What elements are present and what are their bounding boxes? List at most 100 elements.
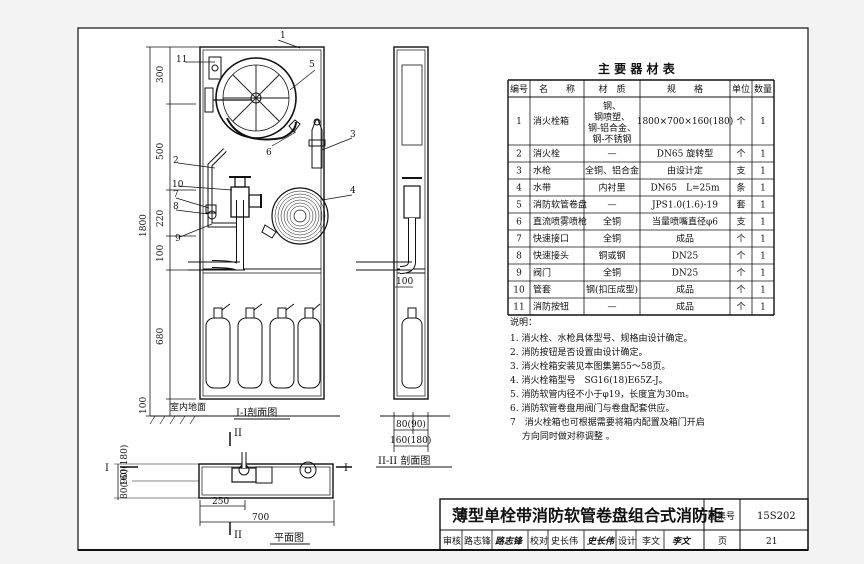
table-cell: 钢(扣压成型) (586, 284, 638, 296)
table-cell: 消防按钮 (533, 301, 569, 313)
table-cell: 个 (736, 268, 745, 279)
table-cell: 1 (760, 201, 766, 211)
plan-view (114, 432, 352, 535)
table-cell: 6 (516, 218, 522, 228)
table-cell: 支 (736, 216, 745, 228)
table-cell: 成品 (676, 284, 694, 296)
table-cell: 个 (736, 302, 745, 313)
table-cell: 阀门 (533, 267, 551, 279)
side-dims: 100 80(90) 160(180) (390, 277, 431, 446)
plan-dim-700: 700 (252, 513, 269, 523)
table-cell: 消火栓 (533, 148, 560, 160)
table-cell: JPS1.0(1.6)-19 (651, 200, 718, 211)
table-cell: 7 (516, 235, 522, 245)
table-cell: DN25 (672, 269, 699, 279)
table-cell: 1 (760, 269, 766, 279)
sheet-title: 薄型单栓带消防软管卷盘组合式消防柜 (452, 506, 724, 525)
floor-label: 室内地面 (170, 401, 206, 413)
plan-dim-80: 80(90) (119, 469, 130, 499)
plan-dims: 160(180) 80(90) 250 700 (119, 445, 269, 523)
callout-4: 4 (350, 186, 356, 196)
table-cell: 1 (760, 252, 766, 262)
table-cell: 钢-铝合金、 (588, 122, 636, 134)
callout-1: 1 (280, 31, 286, 41)
table-cell: 1 (760, 286, 766, 296)
dim-1800: 1800 (139, 214, 149, 237)
callout-2: 2 (173, 156, 179, 166)
table-cell: 内衬里 (598, 182, 625, 194)
front-dims: 1800 300 500 220 100 680 100 (139, 66, 166, 414)
side-dim-160: 160(180) (390, 435, 431, 446)
table-cell: 个 (736, 234, 745, 245)
note-5: 5. 消防软管内径不小于φ19，长度宜为30m。 (510, 388, 694, 400)
page-label: 页 (718, 536, 727, 547)
section-mark-i-right: I (344, 463, 348, 474)
table-cell: 钢-不锈钢 (592, 133, 631, 145)
note-3: 3. 消火栓箱安装见本图集第55～58页。 (510, 360, 670, 372)
notes: 说明： 1. 消火栓、水枪具体型号、规格由设计确定。 2. 消防按钮是否设置由设… (510, 316, 705, 442)
table-cell: 1 (760, 303, 766, 313)
table-header-cell: 材 质 (598, 83, 625, 95)
hose-coupling (261, 224, 277, 239)
table-cell: 1 (760, 150, 766, 160)
table-cell: 10 (513, 286, 525, 296)
check-label: 校对 (530, 535, 548, 547)
table-cell: 9 (516, 269, 522, 279)
table-header-cell: 规 格 (667, 83, 703, 95)
notes-heading: 说明： (510, 316, 537, 328)
side-dim-100: 100 (396, 277, 413, 287)
small-valve (207, 210, 217, 220)
table-cell: 8 (516, 252, 522, 262)
section-mark-ii-bottom: II (234, 530, 242, 541)
side-cabinet-outline (393, 46, 429, 400)
side-view-caption: II-II 剖面图 (378, 454, 430, 467)
dim-100b: 100 (139, 397, 149, 414)
check-name: 史长伟 (551, 535, 578, 547)
section-mark-i-left: I (105, 463, 109, 474)
extinguishers (205, 303, 321, 389)
title-block (439, 498, 809, 551)
table-cell: 管套 (533, 284, 551, 296)
riser-pipe-inner (208, 148, 238, 227)
table-cell: DN25 (672, 252, 699, 262)
dim-500: 500 (156, 143, 166, 160)
hose-reel-spokes (223, 65, 289, 131)
callout-5: 5 (309, 60, 315, 70)
table-cell: — (608, 150, 617, 160)
table-cell: 条 (736, 182, 745, 194)
table-cell: 1 (760, 184, 766, 194)
table-cell: 个 (736, 149, 745, 160)
check-signature: 史长伟 (587, 536, 616, 547)
fire-button-icon (211, 64, 219, 72)
side-reel (401, 64, 423, 146)
water-nozzle (311, 119, 323, 169)
table-cell: DN65 旋转型 (657, 148, 713, 160)
table-cell: 1 (516, 117, 522, 127)
table-cell: 2 (516, 150, 522, 160)
table-cell: 1 (760, 117, 766, 127)
plan-dim-160: 160(180) (119, 445, 130, 486)
table-cell: 直流喷雾喷枪 (533, 216, 587, 228)
plan-reel (299, 461, 317, 479)
floor-hatch (149, 415, 196, 425)
table-cell: 4 (516, 184, 522, 194)
callout-7: 7 (173, 190, 179, 200)
table-cell: 3 (516, 167, 522, 177)
coiled-hose (271, 187, 329, 245)
table-cell: 全铜 (603, 233, 621, 245)
reel-hose (226, 117, 297, 141)
callout-11: 11 (176, 55, 187, 65)
callout-8: 8 (173, 202, 179, 212)
note-8: 方向同时做对称调整 。 (510, 430, 615, 442)
front-view-caption: I-I剖面图 (236, 406, 277, 419)
callout-leaders (175, 39, 353, 238)
table-cell: 成品 (676, 233, 694, 245)
table-cell: 钢喷塑、 (594, 111, 630, 123)
table-cell: 1 (760, 167, 766, 177)
table-header-cell: 编号 (510, 83, 528, 95)
table-header-cell: 单位 (732, 83, 750, 95)
table-title: 主 要 器 材 表 (598, 61, 676, 76)
table-cell: 水枪 (533, 165, 551, 177)
dim-680: 680 (156, 328, 166, 345)
